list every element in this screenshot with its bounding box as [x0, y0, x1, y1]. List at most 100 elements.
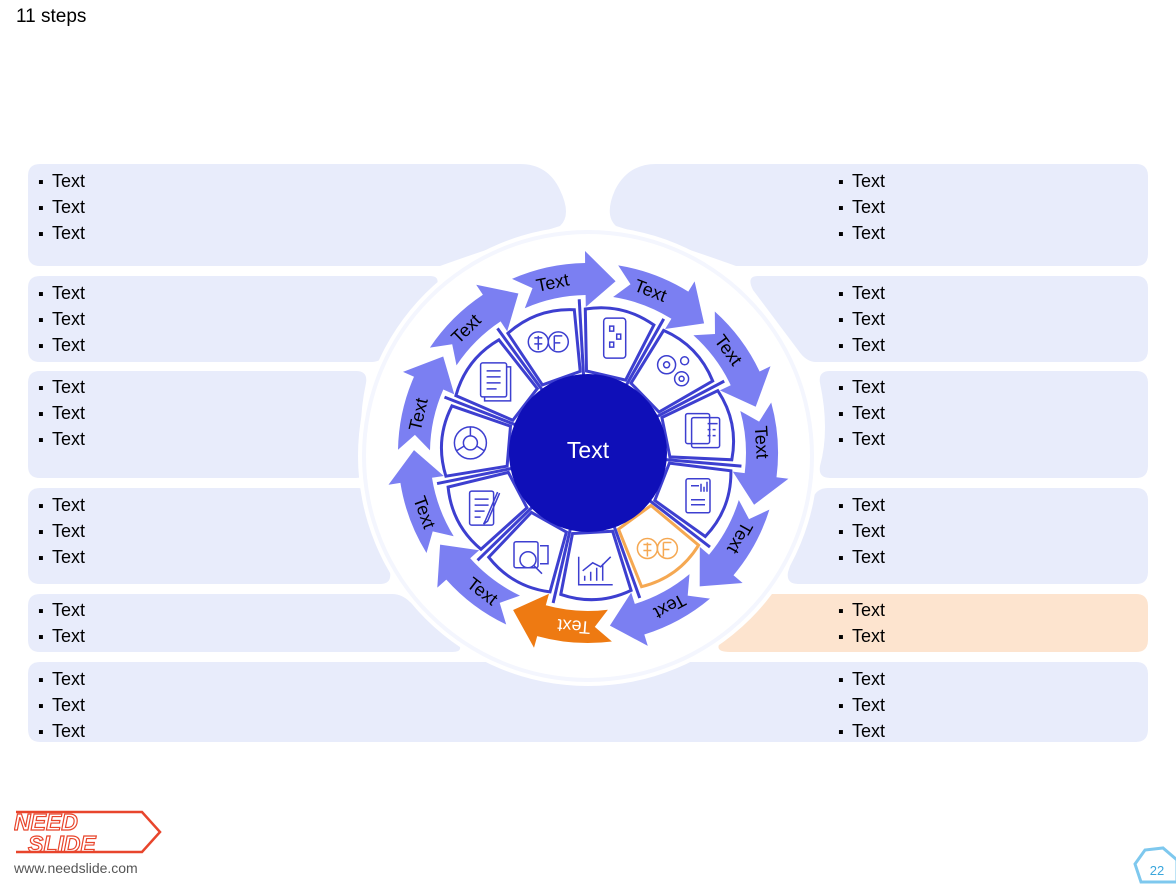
bullet: Text — [838, 401, 885, 427]
bullet: Text — [838, 375, 885, 401]
right-box-4: Text Text Text — [838, 493, 885, 571]
bullet: Text — [38, 693, 85, 719]
bullet: Text — [838, 519, 885, 545]
step-arrow-9 — [699, 500, 770, 587]
step-arrow-1 — [437, 544, 520, 625]
bullet: Text — [38, 195, 85, 221]
bullet: Text — [838, 667, 885, 693]
petal-11 — [454, 337, 540, 423]
bullet: Text — [38, 719, 85, 745]
step-label-8: Text — [751, 425, 773, 459]
right-panel-3 — [819, 371, 1148, 478]
bullet: Text — [838, 598, 885, 624]
petal-4 — [660, 388, 736, 462]
step-arrow-3 — [398, 356, 455, 451]
step-arrow-5 — [512, 251, 616, 309]
bullet: Text — [38, 667, 85, 693]
bullet: Text — [838, 307, 885, 333]
step-arrow-4 — [429, 284, 519, 366]
bullet: Text — [38, 221, 85, 247]
right-box-6: Text Text Text — [838, 667, 885, 745]
petal-10 — [440, 404, 513, 478]
bullet: Text — [838, 221, 885, 247]
bullet: Text — [838, 493, 885, 519]
left-box-2: Text Text Text — [38, 281, 85, 359]
pie-chart-icon — [453, 426, 488, 460]
bullet: Text — [838, 545, 885, 571]
petal-separator — [665, 458, 742, 468]
bullet: Text — [838, 169, 885, 195]
left-box-5: Text Text — [38, 598, 85, 650]
step-arrow-6 — [613, 265, 705, 329]
petal-separator — [551, 528, 572, 604]
petal-separator — [612, 525, 642, 599]
petal-6 — [616, 503, 701, 589]
bullet: Text — [838, 281, 885, 307]
petal-separator — [496, 327, 544, 391]
petal-separator — [625, 318, 666, 386]
page-number-badge: 22 — [1133, 846, 1176, 884]
petal-1 — [505, 308, 582, 387]
bullet: Text — [38, 375, 85, 401]
step-icons — [453, 317, 721, 586]
left-panel-2 — [28, 276, 438, 362]
step-arrow-11 — [513, 593, 612, 648]
gears-icon — [656, 355, 690, 387]
right-box-1: Text Text Text — [838, 169, 885, 247]
left-panel-3 — [28, 371, 367, 478]
building-icon — [602, 317, 627, 359]
left-panel-4 — [28, 488, 391, 584]
contract-sign-icon — [468, 490, 501, 526]
bullet: Text — [38, 307, 85, 333]
petal-separator — [443, 395, 516, 427]
currency-exchange-icon — [527, 331, 570, 353]
bullet: Text — [838, 333, 885, 359]
growth-chart-icon — [577, 556, 613, 586]
bullet: Text — [38, 519, 85, 545]
bullet: Text — [38, 427, 85, 453]
right-panel-2 — [750, 276, 1148, 362]
bullet: Text — [38, 401, 85, 427]
logo-word-top: NEED — [14, 809, 78, 835]
petal-separator — [476, 506, 534, 562]
bullet: Text — [38, 598, 85, 624]
step-arrow-2 — [388, 450, 454, 553]
step-label-11: Text — [557, 615, 592, 638]
left-box-1: Text Text Text — [38, 169, 85, 247]
bullet: Text — [38, 545, 85, 571]
step-arrow-10 — [609, 574, 710, 646]
right-box-3: Text Text Text — [838, 375, 885, 453]
petal-separator — [656, 379, 725, 418]
slide-title: 11 steps — [16, 6, 87, 27]
document-icon — [479, 362, 512, 402]
step-arrow-8 — [732, 402, 789, 505]
bullet: Text — [38, 493, 85, 519]
bullet: Text — [838, 195, 885, 221]
petal-2 — [583, 306, 656, 382]
left-panel-1 — [28, 164, 566, 266]
bullet: Text — [838, 427, 885, 453]
bullet: Text — [38, 624, 85, 650]
needslide-logo: NEED SLIDE — [14, 808, 162, 858]
hub-circle — [509, 374, 667, 532]
footer-url: www.needslide.com — [14, 860, 138, 876]
bullet: Text — [838, 693, 885, 719]
left-box-6: Text Text Text — [38, 667, 85, 745]
right-panel-5-highlight — [718, 594, 1148, 652]
page-number: 22 — [1150, 863, 1164, 878]
logo-word-bottom: SLIDE — [28, 831, 96, 857]
bullet: Text — [838, 719, 885, 745]
left-box-3: Text Text Text — [38, 375, 85, 453]
petal-separator — [436, 467, 512, 486]
calculator-icon — [684, 412, 721, 449]
bullet: Text — [38, 281, 85, 307]
bullet: Text — [838, 624, 885, 650]
petal-separator — [648, 499, 711, 549]
left-box-4: Text Text Text — [38, 493, 85, 571]
bullet: Text — [38, 333, 85, 359]
left-panel-5 — [28, 594, 461, 652]
bullet: Text — [38, 169, 85, 195]
petal-9 — [446, 470, 529, 552]
step-arrow-7 — [693, 311, 771, 407]
